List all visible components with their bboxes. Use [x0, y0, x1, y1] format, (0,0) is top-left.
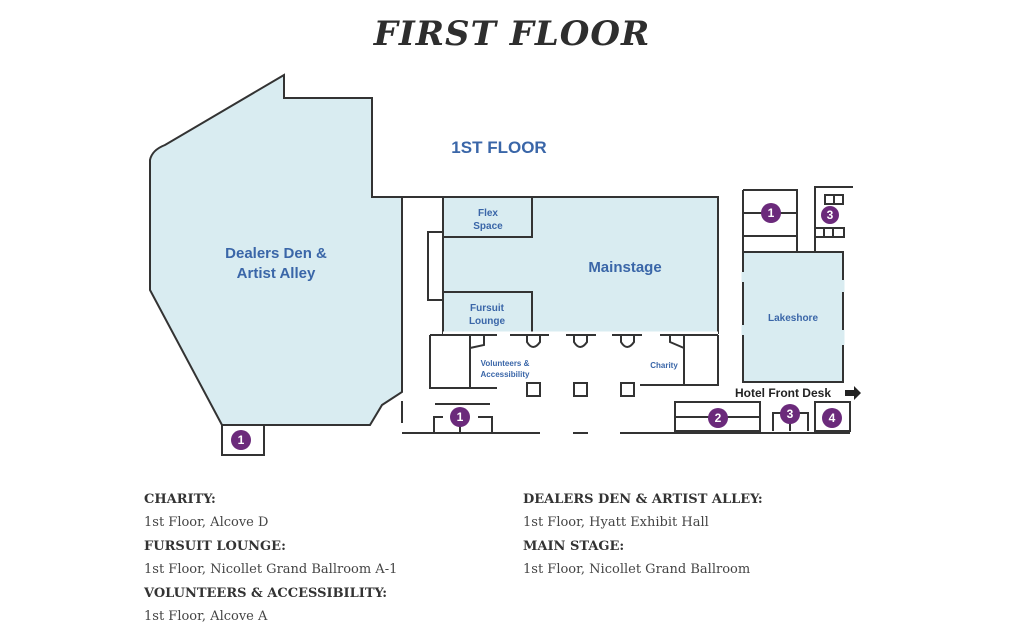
dealers-label-2: Artist Alley — [237, 265, 316, 282]
charity-label: Charity — [650, 361, 678, 370]
restroom-badge: 2 — [708, 408, 728, 428]
restroom-box — [221, 424, 265, 456]
svg-text:1: 1 — [238, 433, 245, 447]
svg-text:4: 4 — [829, 411, 836, 425]
restroom-badge: 1 — [761, 203, 781, 223]
fursuit-label-2: Lounge — [469, 316, 506, 327]
room-flex-space[interactable] — [442, 196, 533, 238]
legend-value: 1st Floor, Nicollet Grand Ballroom A-1 — [144, 562, 398, 577]
svg-text:1: 1 — [768, 206, 775, 220]
restroom-badge: 3 — [780, 404, 800, 424]
restroom-badge: 1 — [450, 407, 470, 427]
restroom-badge: 4 — [822, 408, 842, 428]
legend-heading: CHARITY: — [144, 492, 216, 507]
volunteers-label-1: Volunteers & — [481, 359, 530, 368]
legend-heading: MAIN STAGE: — [523, 539, 625, 554]
svg-text:3: 3 — [787, 407, 794, 421]
flex-label-1: Flex — [478, 208, 498, 219]
restroom-badge: 1 — [231, 430, 251, 450]
legend-value: 1st Floor, Alcove A — [144, 609, 268, 624]
room-dealers-den[interactable] — [149, 73, 403, 426]
lakeshore-label: Lakeshore — [768, 313, 818, 324]
svg-text:2: 2 — [715, 411, 722, 425]
legend-heading: VOLUNTEERS & ACCESSIBILITY: — [144, 586, 388, 601]
floor-label: 1ST FLOOR — [451, 138, 546, 157]
fursuit-label-1: Fursuit — [470, 303, 505, 314]
legend-heading: DEALERS DEN & ARTIST ALLEY: — [523, 492, 763, 507]
room-lakeshore[interactable] — [742, 251, 844, 383]
page-title: FIRST FLOOR — [373, 14, 651, 54]
svg-text:1: 1 — [457, 410, 464, 424]
legend-value: 1st Floor, Nicollet Grand Ballroom — [523, 562, 751, 577]
dealers-label-1: Dealers Den & — [225, 245, 327, 262]
legend-right: DEALERS DEN & ARTIST ALLEY: 1st Floor, H… — [523, 488, 763, 582]
svg-text:3: 3 — [827, 208, 834, 222]
arrow-right-icon — [845, 386, 861, 400]
mainstage-label: Mainstage — [588, 259, 661, 276]
legend-heading: FURSUIT LOUNGE: — [144, 539, 286, 554]
legend-left: CHARITY: 1st Floor, Alcove D FURSUIT LOU… — [144, 488, 397, 629]
floor-map: 1ST FLOOR Dealers Den & Artist Alley 1 M… — [149, 73, 861, 456]
flex-label-2: Space — [473, 221, 503, 232]
volunteers-label-2: Accessibility — [481, 370, 530, 379]
hotel-front-desk-label: Hotel Front Desk — [735, 386, 831, 400]
legend-value: 1st Floor, Hyatt Exhibit Hall — [523, 515, 709, 530]
legend-value: 1st Floor, Alcove D — [144, 515, 269, 530]
restroom-badge: 3 — [821, 206, 839, 224]
